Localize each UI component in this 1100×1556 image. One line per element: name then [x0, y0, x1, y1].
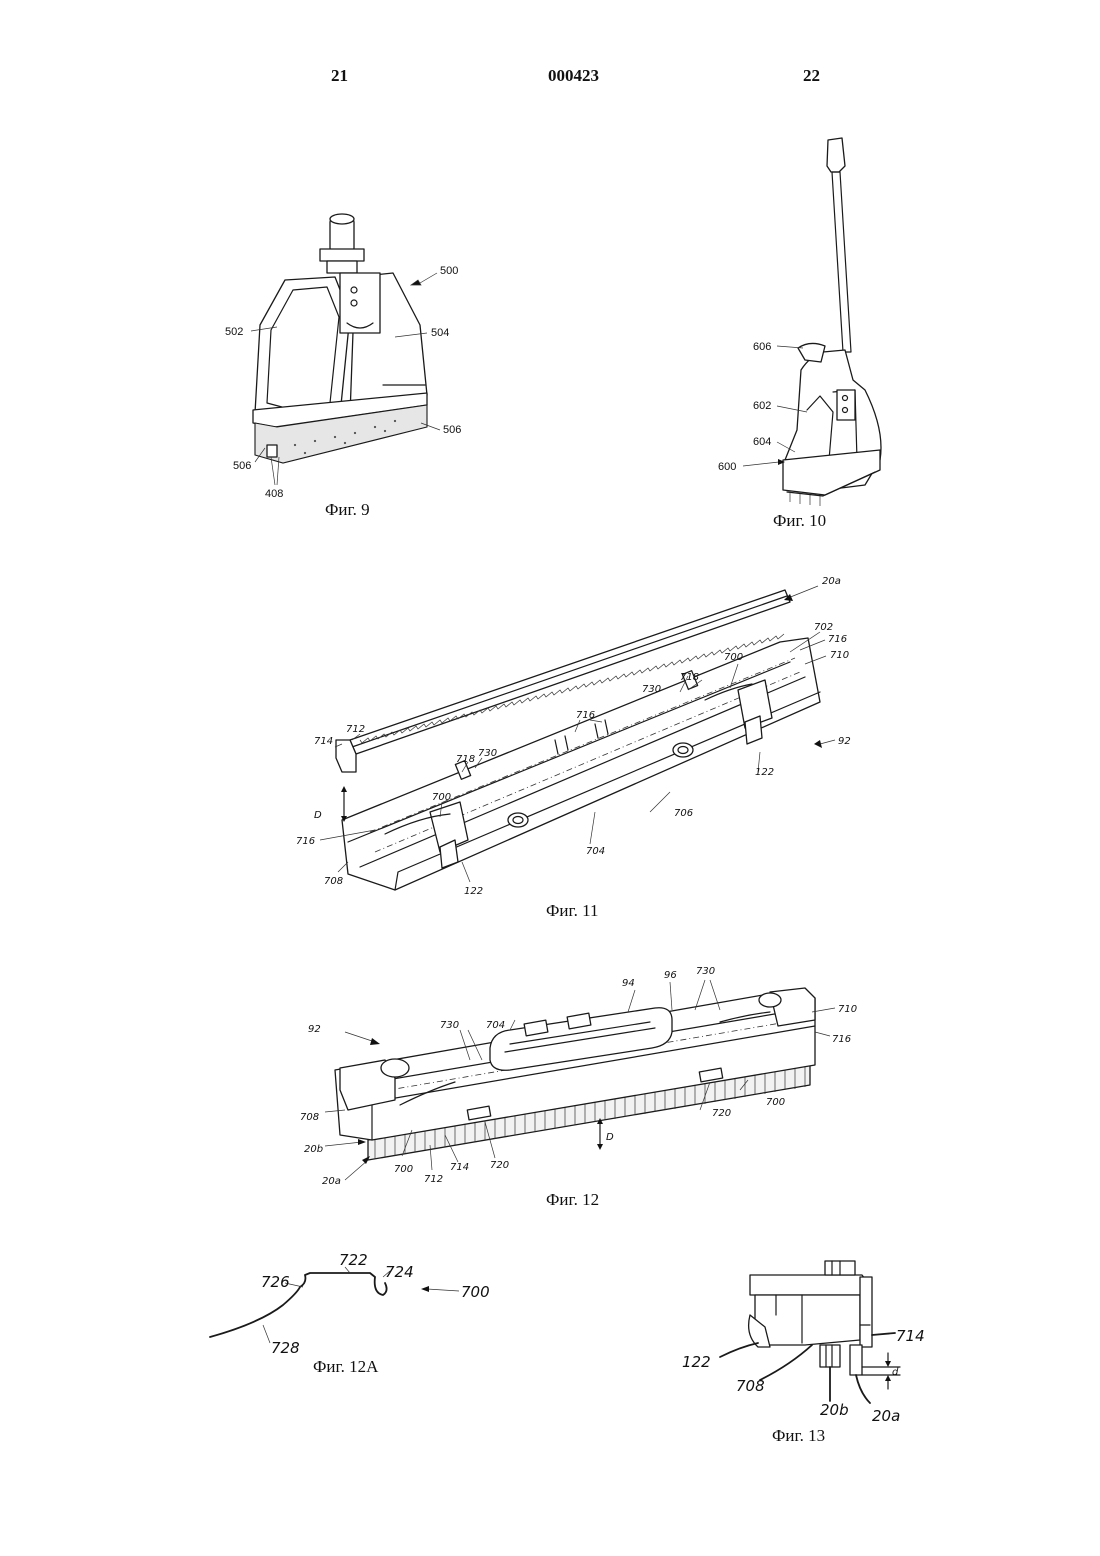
label-728: 728	[271, 1339, 300, 1357]
figure-9-caption: Фиг. 9	[325, 500, 370, 520]
label-712: 712	[424, 1174, 443, 1185]
label-714: 714	[896, 1327, 925, 1345]
label-722: 722	[339, 1251, 368, 1269]
label-96: 96	[664, 970, 677, 981]
figure-12a-drawing: 726 722 724 700 728	[205, 1245, 505, 1360]
label-604: 604	[753, 436, 771, 448]
label-712: 712	[346, 724, 365, 735]
figure-10-caption: Фиг. 10	[773, 511, 826, 531]
label-700-left: 700	[394, 1164, 413, 1175]
figure-9-drawing: 500 502 504 506 506 408	[215, 205, 485, 505]
label-600: 600	[718, 461, 736, 473]
label-710: 710	[838, 1004, 857, 1015]
label-716-left: 716	[296, 836, 315, 847]
label-718-right: 718	[680, 672, 699, 683]
figure-13-drawing: 714 122 d 708 20b 20a	[680, 1255, 940, 1430]
label-704: 704	[486, 1020, 505, 1031]
figure-11-drawing: 20a 702 716 710 700 718 730 714 712 700 …	[290, 572, 870, 902]
label-94: 94	[622, 978, 635, 989]
label-d: d	[892, 1367, 899, 1378]
label-122-left: 122	[464, 886, 483, 897]
label-20a: 20a	[872, 1407, 900, 1425]
label-702: 702	[814, 622, 833, 633]
figure-12-drawing: 92 704 94 96 730 710 716 730 708 700 720…	[300, 960, 860, 1190]
label-122: 122	[682, 1353, 711, 1371]
label-716-mid: 716	[576, 710, 595, 721]
label-D: D	[314, 810, 322, 821]
label-20b: 20b	[820, 1401, 849, 1419]
label-714: 714	[450, 1162, 469, 1173]
label-20a: 20a	[822, 576, 841, 587]
label-730-left: 730	[478, 748, 497, 759]
label-730-left: 730	[440, 1020, 459, 1031]
page-number-left: 21	[331, 66, 348, 86]
label-730-right: 730	[696, 966, 715, 977]
label-20b: 20b	[304, 1144, 323, 1155]
label-92: 92	[308, 1024, 321, 1035]
label-500: 500	[440, 265, 458, 277]
label-724: 724	[385, 1263, 414, 1281]
label-122-right: 122	[755, 767, 774, 778]
document-number: 000423	[548, 66, 599, 86]
label-408: 408	[265, 488, 283, 500]
figure-11-caption: Фиг. 11	[546, 901, 598, 921]
label-720-left: 720	[490, 1160, 509, 1171]
figure-10-drawing: 606 602 604 600	[715, 130, 905, 510]
label-730-right: 730	[642, 684, 661, 695]
label-706: 706	[674, 808, 693, 819]
label-506-left: 506	[233, 460, 251, 472]
label-506-right: 506	[443, 424, 461, 436]
label-708: 708	[736, 1377, 765, 1395]
figure-12a-caption: Фиг. 12A	[313, 1357, 378, 1377]
label-20a: 20a	[322, 1176, 341, 1187]
page-number-right: 22	[803, 66, 820, 86]
label-700: 700	[461, 1283, 490, 1301]
label-504: 504	[431, 327, 449, 339]
label-92: 92	[838, 736, 851, 747]
figure-12-caption: Фиг. 12	[546, 1190, 599, 1210]
label-606: 606	[753, 341, 771, 353]
label-700-right: 700	[766, 1097, 785, 1108]
label-700-left: 700	[432, 792, 451, 803]
label-704: 704	[586, 846, 605, 857]
label-716: 716	[832, 1034, 851, 1045]
label-602: 602	[753, 400, 771, 412]
label-708: 708	[324, 876, 343, 887]
label-710: 710	[830, 650, 849, 661]
label-718-left: 718	[456, 754, 475, 765]
label-726: 726	[261, 1273, 290, 1291]
label-716-top: 716	[828, 634, 847, 645]
label-708: 708	[300, 1112, 319, 1123]
label-D: D	[606, 1132, 614, 1143]
label-714: 714	[314, 736, 333, 747]
label-720-right: 720	[712, 1108, 731, 1119]
figure-13-caption: Фиг. 13	[772, 1426, 825, 1446]
label-700-right: 700	[724, 652, 743, 663]
label-502: 502	[225, 326, 243, 338]
